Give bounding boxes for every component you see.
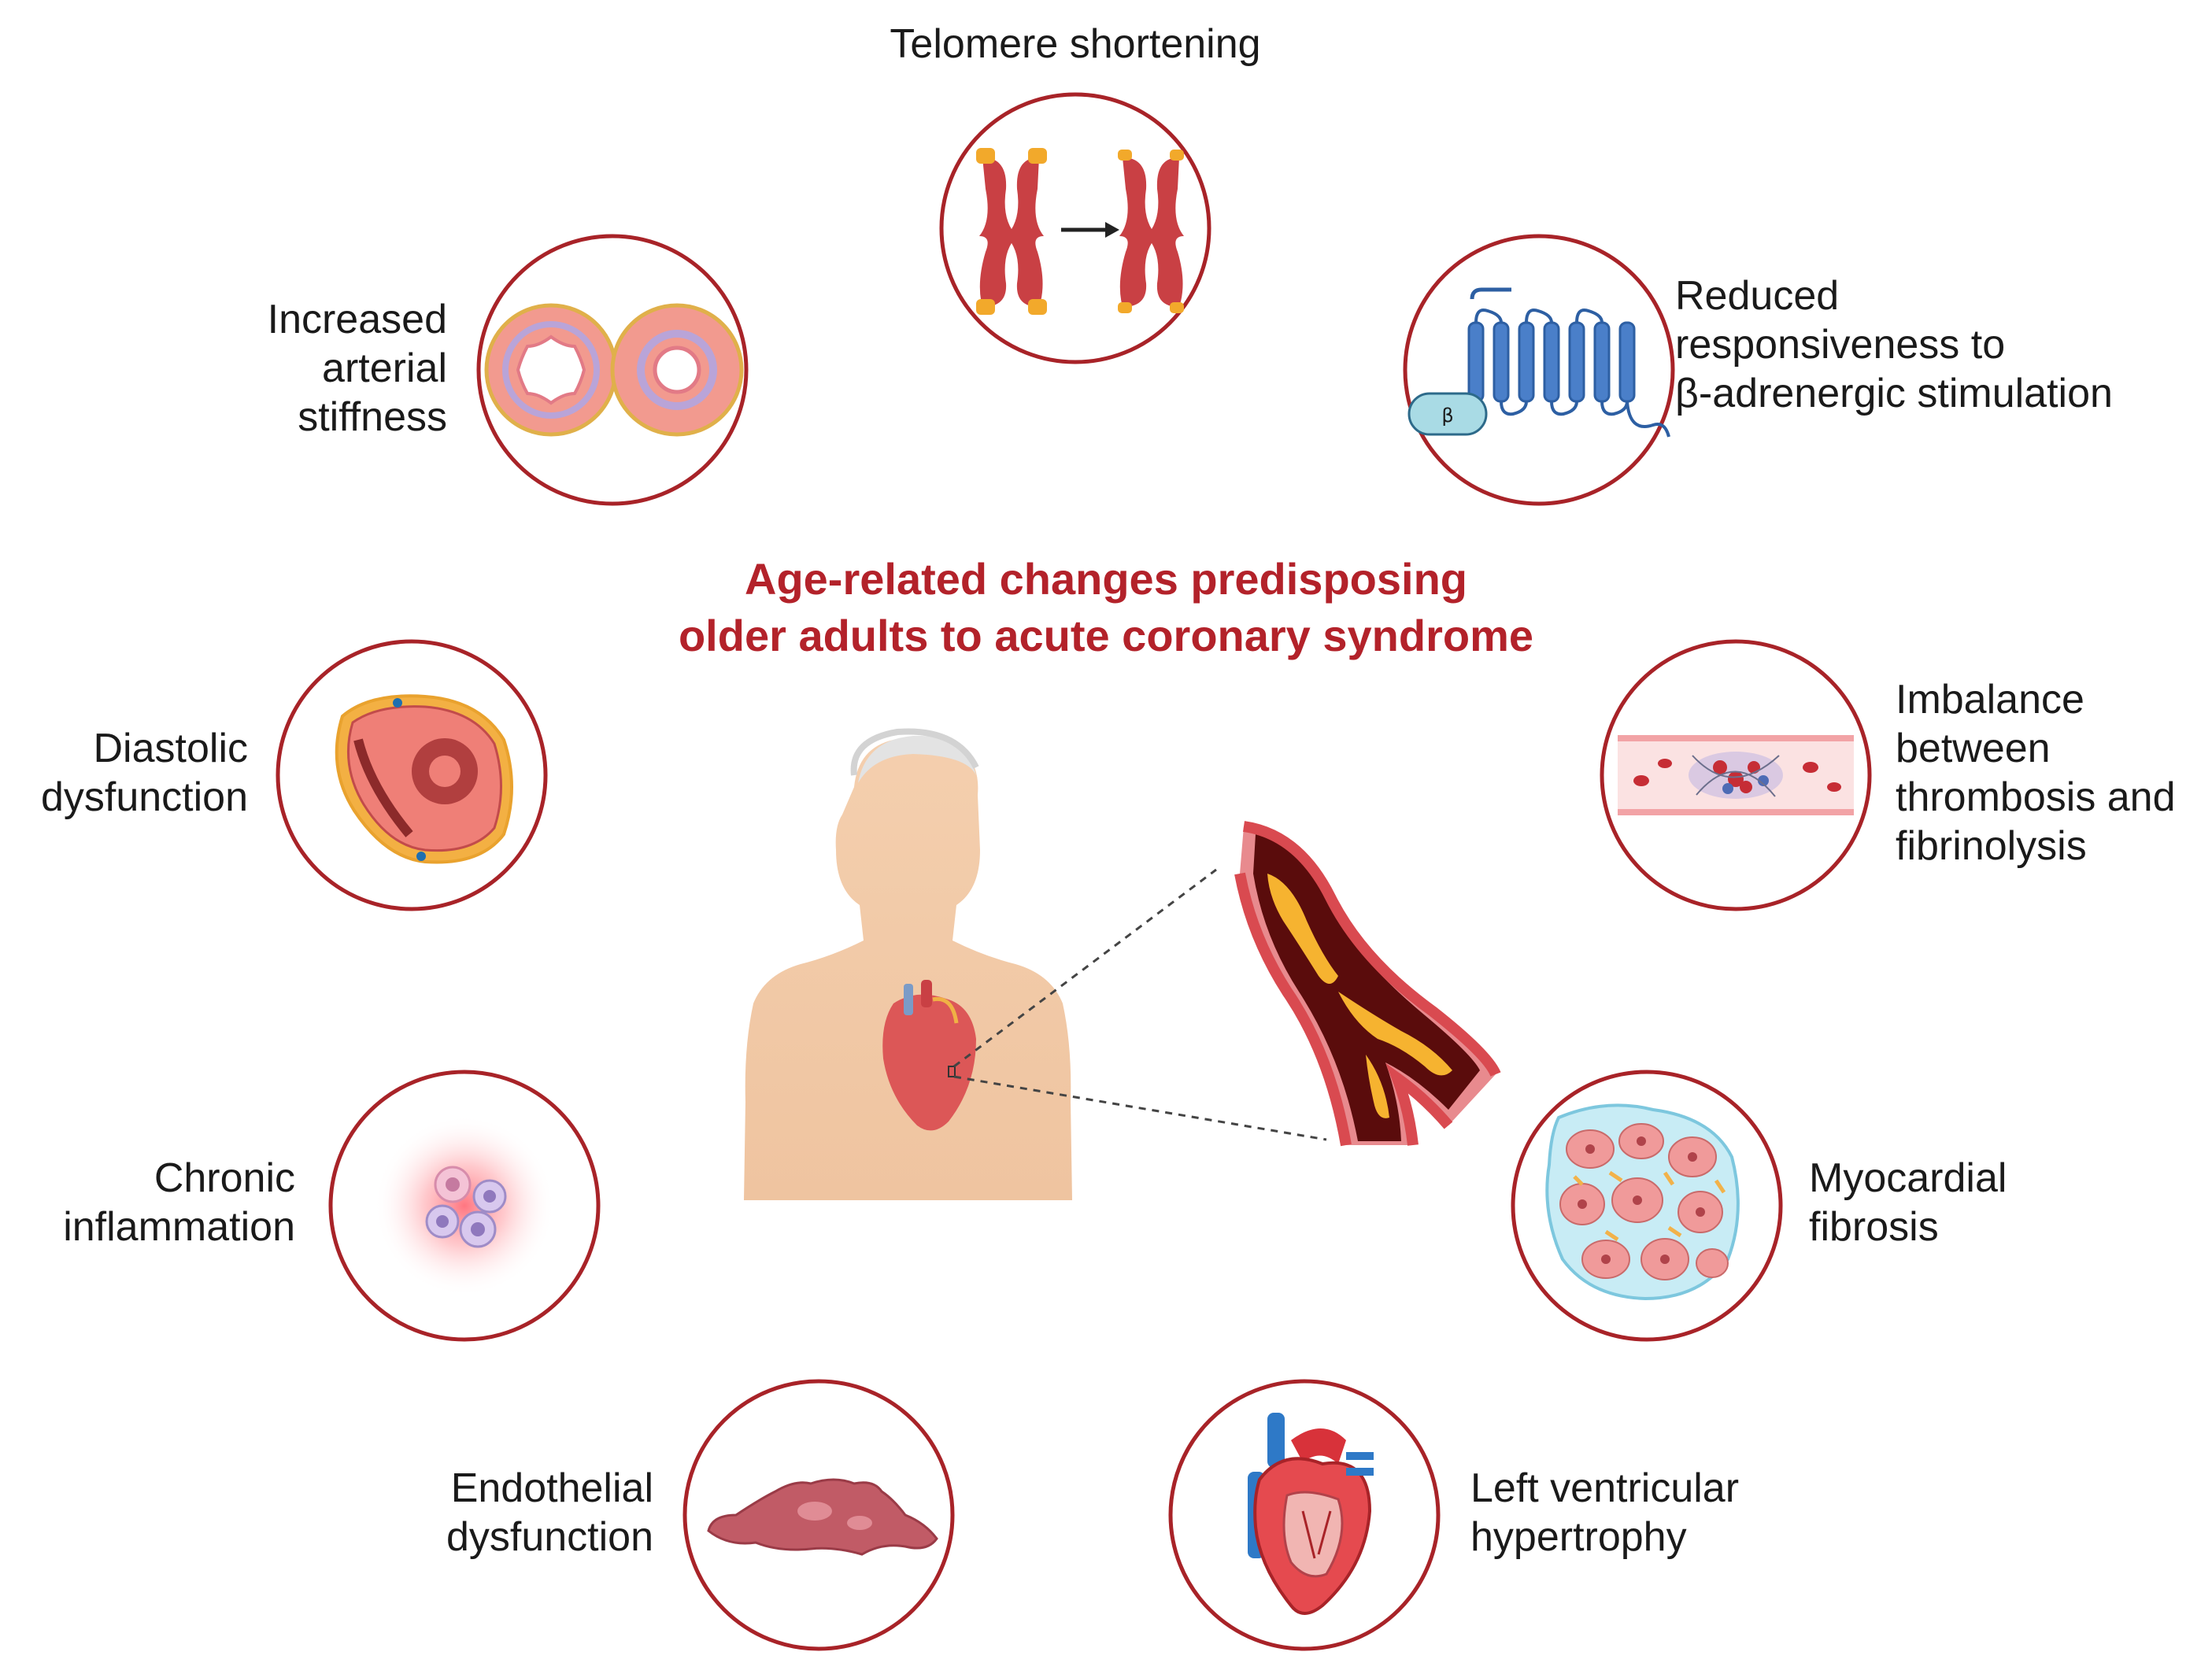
label-beta-line-2: responsiveness to bbox=[1675, 322, 2006, 368]
chromosome-icon bbox=[976, 148, 1184, 315]
artery-cross-section-icon bbox=[484, 303, 744, 437]
label-inflammation-line-2: inflammation bbox=[63, 1204, 295, 1250]
coronary-artery-plaque-icon bbox=[1234, 821, 1501, 1147]
label-arterial-line-2: arterial bbox=[322, 346, 447, 391]
label-lvh-line-2: hypertrophy bbox=[1470, 1514, 1687, 1560]
human-torso-icon bbox=[744, 728, 1072, 1200]
label-endothelial-line-1: Endothelial bbox=[450, 1465, 653, 1511]
label-diastolic: Diastolic dysfunction bbox=[8, 724, 248, 822]
title-line-1: Age-related changes predisposing bbox=[745, 554, 1467, 604]
beta-symbol: β bbox=[1441, 405, 1453, 427]
arterial-stiffness-circle bbox=[476, 234, 749, 506]
label-telomere: Telomere shortening bbox=[839, 20, 1311, 68]
beta-receptor-icon bbox=[1407, 287, 1670, 438]
label-inflammation-line-1: Chronic bbox=[154, 1155, 295, 1201]
label-thrombosis-line-1: Imbalance bbox=[1896, 677, 2084, 722]
beta-receptor-circle: β bbox=[1403, 234, 1675, 506]
label-myocardial: Myocardial fibrosis bbox=[1809, 1154, 2124, 1251]
label-myocardial-line-2: fibrosis bbox=[1809, 1204, 1939, 1250]
thrombosis-circle bbox=[1600, 639, 1872, 911]
label-thrombosis: Imbalance between thrombosis and fibrino… bbox=[1896, 675, 2210, 870]
diastolic-circle bbox=[276, 639, 548, 911]
telomere-circle bbox=[939, 92, 1211, 364]
label-diastolic-line-2: dysfunction bbox=[40, 774, 248, 820]
inflammation-circle bbox=[328, 1070, 601, 1342]
label-arterial-line-3: stiffness bbox=[298, 394, 447, 440]
label-beta: Reduced responsiveness to β-adrenergic s… bbox=[1675, 272, 2195, 418]
label-beta-line-3: β-adrenergic stimulation bbox=[1675, 371, 2113, 416]
label-endothelial-line-2: dysfunction bbox=[446, 1514, 653, 1560]
inflammation-cells-icon bbox=[374, 1115, 555, 1296]
zoom-line-top bbox=[953, 868, 1217, 1068]
label-telomere-line-1: Telomere shortening bbox=[890, 21, 1261, 67]
label-lvh-line-1: Left ventricular bbox=[1470, 1465, 1740, 1511]
label-thrombosis-line-3: thrombosis and bbox=[1896, 774, 2176, 820]
label-endothelial: Endothelial dysfunction bbox=[338, 1464, 653, 1561]
myocardial-fibrosis-circle bbox=[1511, 1070, 1783, 1342]
heart-icon bbox=[1248, 1413, 1374, 1615]
blood-vessel-clot-icon bbox=[1618, 735, 1854, 815]
label-lvh: Left ventricular hypertrophy bbox=[1470, 1464, 1817, 1561]
endothelium-icon bbox=[707, 1478, 938, 1556]
label-inflammation: Chronic inflammation bbox=[16, 1154, 295, 1251]
zoom-line-bottom bbox=[953, 1075, 1327, 1141]
lvh-circle bbox=[1168, 1379, 1441, 1651]
title-line-2: older adults to acute coronary syndrome bbox=[678, 611, 1534, 660]
endothelial-circle bbox=[682, 1379, 955, 1651]
label-arterial-line-1: Increased bbox=[267, 297, 447, 342]
label-diastolic-line-1: Diastolic bbox=[93, 726, 249, 771]
label-thrombosis-line-4: fibrinolysis bbox=[1896, 823, 2087, 869]
label-arterial: Increased arterial stiffness bbox=[189, 295, 447, 442]
label-thrombosis-line-2: between bbox=[1896, 726, 2051, 771]
heart-cross-section-icon bbox=[335, 694, 513, 864]
label-beta-line-1: Reduced bbox=[1675, 273, 1840, 319]
torso-heart bbox=[882, 980, 976, 1131]
fibrosis-tissue-icon bbox=[1545, 1103, 1740, 1301]
label-myocardial-line-1: Myocardial bbox=[1809, 1155, 2007, 1201]
diagram-title: Age-related changes predisposing older a… bbox=[476, 551, 1736, 664]
